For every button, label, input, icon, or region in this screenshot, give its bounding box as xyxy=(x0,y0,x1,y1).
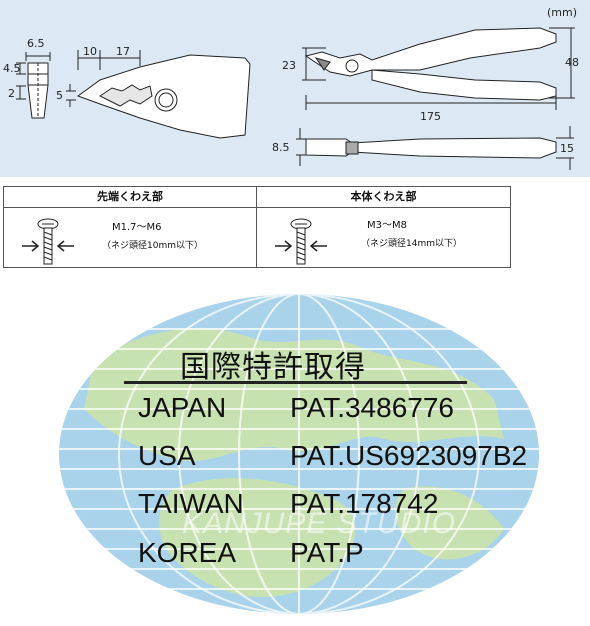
watermark: KANJUPE STUDIO xyxy=(182,507,457,540)
dimension-diagram: 6.5 4.5 2 10 17 5 xyxy=(0,0,590,177)
patent-number-korea: PAT.P xyxy=(290,537,364,568)
patent-graphic xyxy=(54,289,544,619)
screw-capacity-table: 先端くわえ部 M1.7～M6 （ネジ頭径10mm以下） 本体くわえ部 xyxy=(3,186,511,268)
patent-number-taiwan: PAT.178742 xyxy=(290,488,439,519)
spec-header-body: 本体くわえ部 xyxy=(257,187,510,208)
spec-range-tip: M1.7～M6 xyxy=(112,222,162,233)
dim-handle-thickness: 15 xyxy=(560,142,574,155)
patent-country-japan: JAPAN xyxy=(138,392,227,423)
spec-range-body: M3～M8 xyxy=(367,220,407,231)
dim-jaw-front: 10 xyxy=(83,45,97,58)
dim-tip-gap: 2 xyxy=(8,87,15,100)
spec-header-tip: 先端くわえ部 xyxy=(4,187,256,208)
dim-side-thickness: 8.5 xyxy=(272,141,290,154)
jaw-closeup xyxy=(66,50,251,139)
pliers-side-view xyxy=(296,126,574,170)
spec-note-body: （ネジ頭径14mm以下） xyxy=(361,239,462,249)
dim-total-length: 175 xyxy=(420,110,441,123)
dim-jaw-rear: 17 xyxy=(116,45,130,58)
screw-icon xyxy=(275,218,327,265)
spec-note-tip: （ネジ頭径10mm以下） xyxy=(102,241,203,251)
tip-end-view xyxy=(16,52,51,119)
pliers-drawing: 6.5 4.5 2 10 17 5 xyxy=(3,27,579,170)
dim-jaw-height: 5 xyxy=(56,89,63,102)
patent-country-korea: KOREA xyxy=(138,537,237,568)
patent-title-underline xyxy=(124,381,467,384)
spec-column-body: 本体くわえ部 M3～M8 （ネジ頭径14mm以下） xyxy=(257,187,510,267)
spec-column-tip: 先端くわえ部 M1.7～M6 （ネジ頭径10mm以下） xyxy=(4,187,257,267)
unit-label: (mm) xyxy=(547,6,578,19)
screw-icon xyxy=(22,218,74,265)
patent-country-usa: USA xyxy=(138,440,196,471)
patent-number-japan: PAT.3486776 xyxy=(290,392,454,423)
patent-title: 国際特許取得 xyxy=(180,350,366,385)
pliers-top-view xyxy=(302,27,575,110)
dim-head-height: 23 xyxy=(282,59,296,72)
patent-country-taiwan: TAIWAN xyxy=(138,488,244,519)
dim-handle-width: 48 xyxy=(565,56,579,69)
dim-tip-width: 6.5 xyxy=(27,37,45,50)
patent-number-usa: PAT.US6923097B2 xyxy=(290,440,528,471)
dim-tip-depth: 4.5 xyxy=(3,62,21,75)
globe-icon xyxy=(59,294,539,614)
